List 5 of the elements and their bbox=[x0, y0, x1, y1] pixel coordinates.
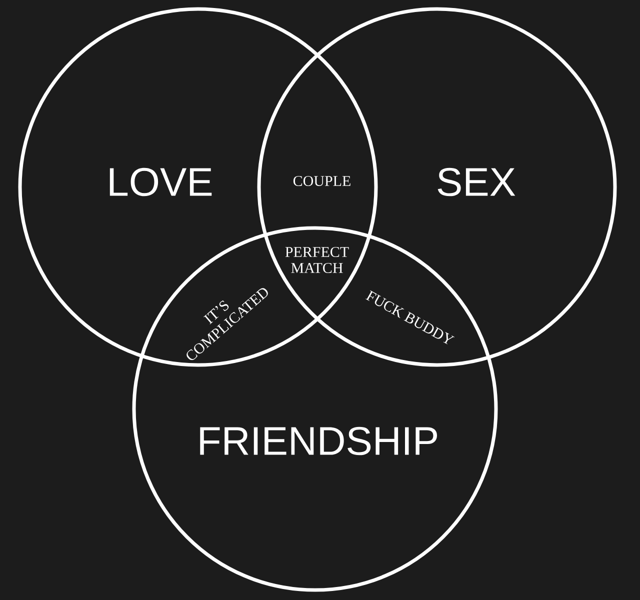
circle-label: SEX bbox=[438, 168, 516, 196]
region-label: COUPLE bbox=[293, 176, 350, 186]
circle-label: LOVE bbox=[110, 168, 212, 196]
circle-label: FRIENDSHIP bbox=[200, 426, 437, 456]
region-label: PERFECT MATCH bbox=[285, 246, 349, 274]
